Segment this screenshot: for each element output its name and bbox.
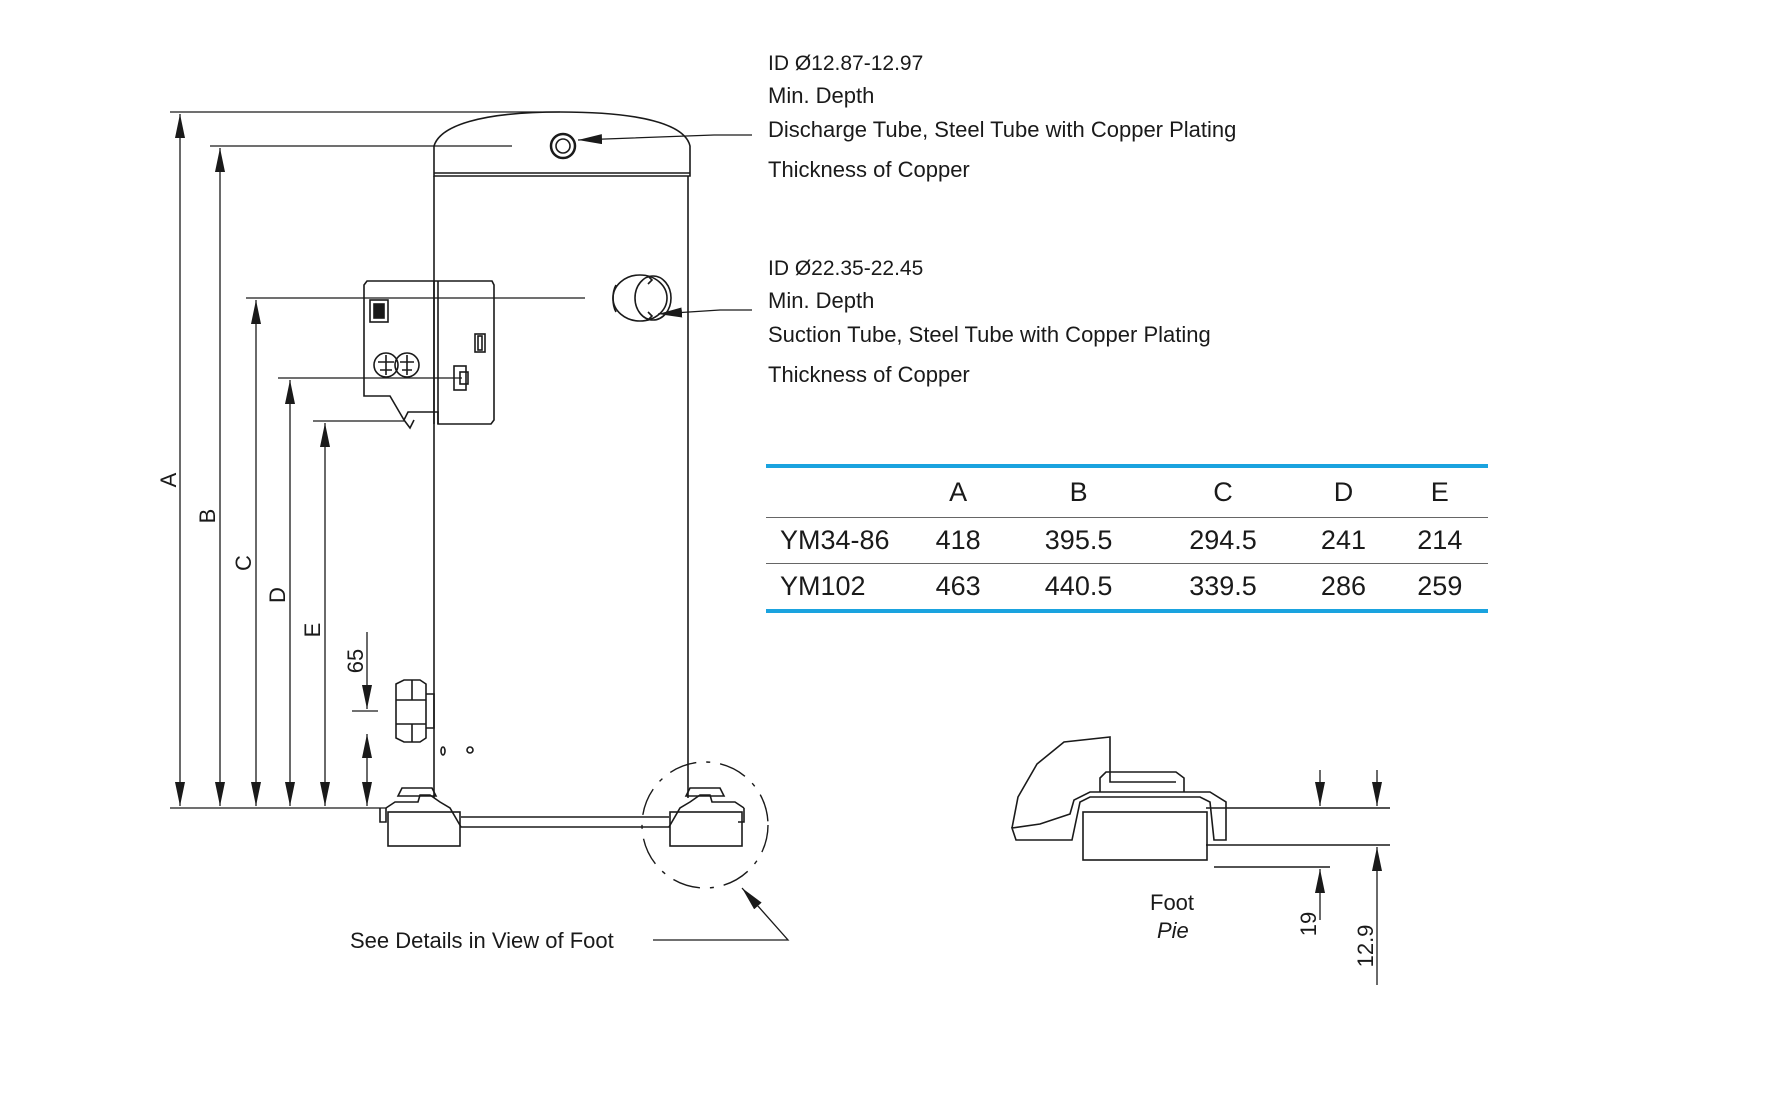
suction-leader (657, 307, 752, 318)
dimension-e-label: E (300, 623, 325, 638)
dimension-b-label: B (195, 509, 220, 524)
discharge-leader (577, 134, 752, 145)
discharge-id: ID Ø12.87-12.97 (768, 52, 924, 75)
foot-dimensions (1315, 770, 1382, 985)
discharge-thickness: Thickness of Copper (768, 157, 970, 182)
table-cell-model: YM102 (780, 571, 866, 601)
table-header-row: A B C D E (766, 466, 1488, 518)
suction-min-depth: Min. Depth (768, 288, 875, 313)
table-cell: 241 (1320, 525, 1366, 555)
dimension-12-9-label: 12.9 (1353, 925, 1378, 968)
detail-circle (641, 761, 769, 889)
suction-port (612, 274, 672, 322)
dimension-c-label: C (231, 555, 256, 571)
foot-detail-view (1010, 736, 1390, 868)
suction-callout: ID Ø22.35-22.45 Min. Depth Suction Tube,… (768, 258, 1211, 386)
table-cell-model: YM34-86 (780, 525, 890, 555)
compressor-base (379, 787, 745, 847)
dimension-table: A B C D E YM34-86 418 395.5 294.5 241 21… (766, 464, 1488, 613)
table-row: YM102 463 440.5 339.5 286 259 (766, 564, 1488, 611)
suction-thickness: Thickness of Copper (768, 362, 970, 387)
see-details-label: See Details in View of Foot (350, 928, 614, 953)
dimension-19-label: 19 (1296, 912, 1321, 936)
table-cell: 286 (1320, 571, 1366, 601)
table-cell: 440.5 (1044, 571, 1113, 601)
table-header-cell: B (1069, 477, 1088, 507)
discharge-tube: Discharge Tube, Steel Tube with Copper P… (768, 117, 1237, 142)
leader-lines (577, 134, 790, 941)
table-header-cell: D (1333, 477, 1354, 507)
table-cell: 418 (935, 525, 981, 555)
table-cell: 259 (1417, 571, 1463, 601)
table-cell: 339.5 (1189, 571, 1257, 601)
dimension-lines (170, 111, 585, 809)
table-cell: 395.5 (1044, 525, 1113, 555)
table-header-cell: E (1430, 477, 1449, 507)
foot-label: Foot (1150, 890, 1195, 915)
oil-fitting (395, 679, 474, 756)
discharge-callout: ID Ø12.87-12.97 Min. Depth Discharge Tub… (768, 53, 1236, 181)
table-header-cell: A (949, 477, 968, 507)
terminal-box (363, 280, 495, 430)
table-cell: 463 (935, 571, 981, 601)
discharge-port (549, 132, 577, 160)
table-header-cell: C (1213, 477, 1233, 507)
suction-tube: Suction Tube, Steel Tube with Copper Pla… (768, 322, 1211, 347)
table-header-cell (766, 466, 910, 518)
dimension-65-label: 65 (343, 649, 368, 673)
table-cell: 214 (1417, 525, 1463, 555)
dimension-d-label: D (265, 587, 290, 603)
compressor-dome (433, 111, 691, 177)
foot-label-alt: Pie (1157, 918, 1189, 943)
dimension-a-label: A (156, 472, 181, 487)
foot-detail-leader (653, 887, 790, 941)
compressor-body (363, 111, 745, 847)
table-row: YM34-86 418 395.5 294.5 241 214 (766, 518, 1488, 564)
discharge-min-depth: Min. Depth (768, 83, 875, 108)
suction-id: ID Ø22.35-22.45 (768, 257, 924, 280)
table-cell: 294.5 (1189, 525, 1257, 555)
